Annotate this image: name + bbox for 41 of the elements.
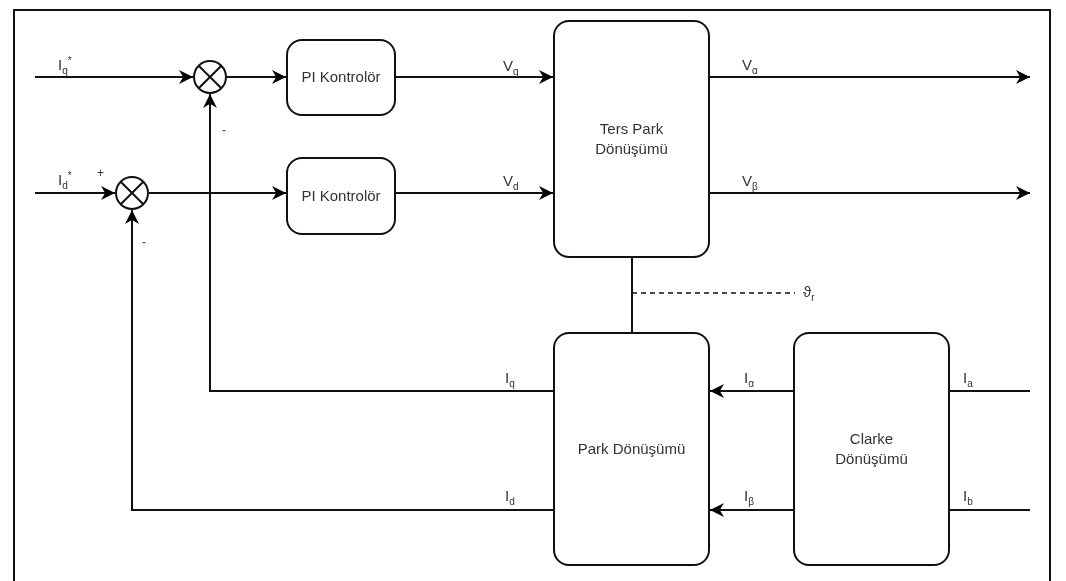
arrow xyxy=(395,70,554,84)
connector-line xyxy=(949,390,1031,392)
summing-junction xyxy=(115,176,149,210)
arrow xyxy=(709,384,794,398)
sign-label: - xyxy=(142,236,146,248)
summing-junction xyxy=(193,60,227,94)
edge-label: I$_{a}$ xyxy=(963,370,973,389)
arrow xyxy=(709,70,1031,84)
connector-line xyxy=(631,257,633,333)
block-label: PI Kontrolör xyxy=(301,67,381,88)
process-box xyxy=(286,157,396,235)
edge-label: I$_{d}$ xyxy=(505,488,515,507)
edge-label: I$_{α}$ xyxy=(744,370,754,389)
arrow xyxy=(709,503,794,517)
process-box xyxy=(793,332,950,566)
block-label: PI Kontrolör xyxy=(301,185,381,206)
arrow xyxy=(709,186,1031,200)
connector-line xyxy=(949,509,1031,511)
arrow xyxy=(125,209,554,511)
edge-label: I$_{q}$ xyxy=(505,370,515,389)
sign-label: + xyxy=(97,167,104,179)
arrow xyxy=(34,70,194,84)
block-label: Ters Park Dönüşümü xyxy=(594,118,669,159)
arrow xyxy=(148,186,287,200)
edge-label: I$_{b}$ xyxy=(963,488,973,507)
edge-label: V$_{β}$ xyxy=(742,173,758,192)
process-box xyxy=(553,332,710,566)
process-box xyxy=(553,20,710,258)
arrow xyxy=(34,186,116,200)
block-label: Clarke Dönüşümü xyxy=(834,428,909,469)
sign-label: - xyxy=(222,124,226,136)
arrow xyxy=(395,186,554,200)
edge-label: V$_{d}$ xyxy=(503,173,519,192)
edge-label: V$_{q}$ xyxy=(503,58,519,77)
edge-label: I$_{β}$ xyxy=(744,488,754,507)
signal-label: ϑ$_{r}$ xyxy=(803,284,815,303)
block-label: Park Dönüşümü xyxy=(576,438,687,459)
edge-label: V$_{α}$ xyxy=(742,57,758,76)
arrow xyxy=(226,70,287,84)
process-box xyxy=(286,39,396,116)
arrow xyxy=(203,93,554,392)
